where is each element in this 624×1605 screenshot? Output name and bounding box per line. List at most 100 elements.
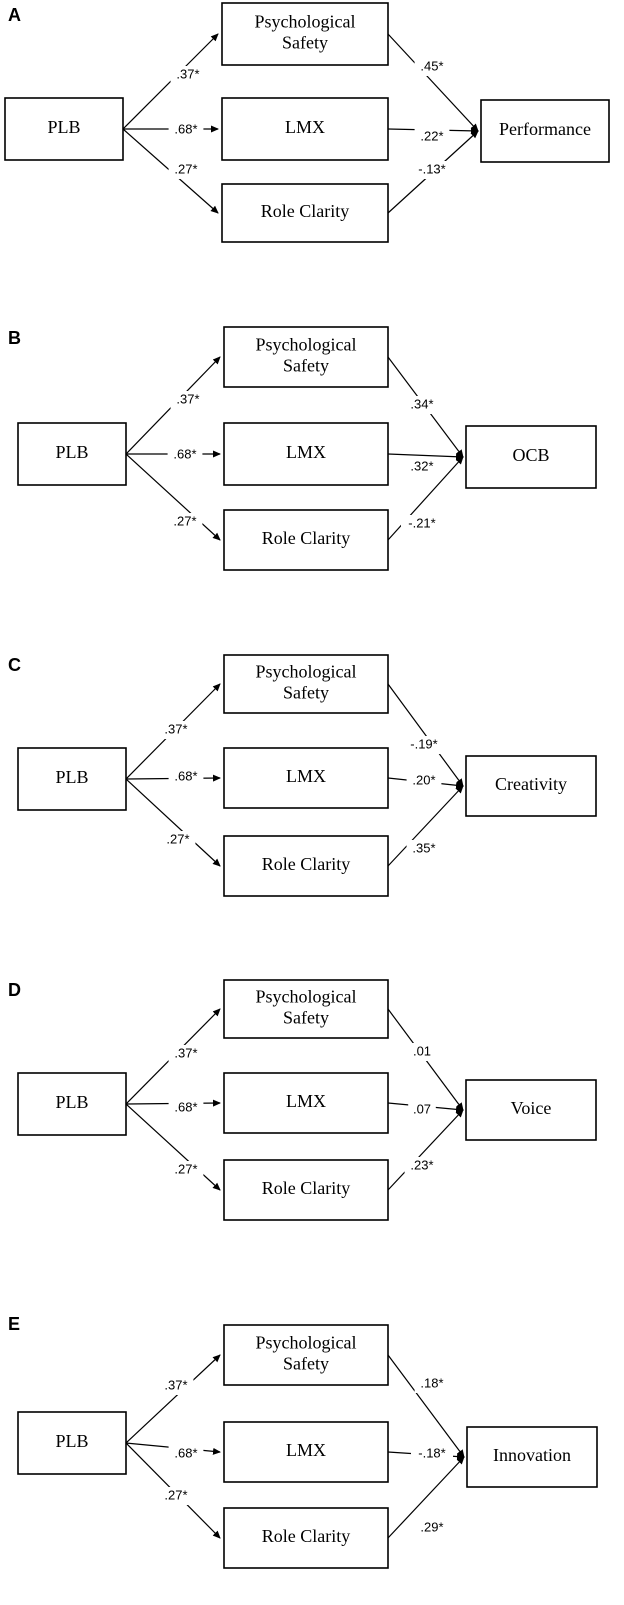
coef-backing (167, 446, 203, 464)
outcome-box: Innovation (466, 1426, 598, 1488)
outcome-box-text: Performance (499, 119, 591, 139)
b-coef-psychological-safety: .18* (420, 1375, 443, 1390)
mediator-box-psychological-safety-text: Safety (282, 33, 328, 53)
mediator-box-lmx: LMX (223, 1421, 389, 1483)
coef-backing (168, 1045, 204, 1063)
mediator-box-psychological-safety-border (221, 2, 389, 66)
b-coef-lmx: -.18* (418, 1445, 445, 1460)
predictor-box-text: PLB (47, 117, 80, 137)
predictor-box-border (17, 422, 127, 486)
predictor-box-border (17, 1072, 127, 1136)
mediator-box-role-clarity: Role Clarity (223, 1507, 389, 1569)
predictor-box: PLB (17, 1411, 127, 1475)
mediator-box-psychological-safety-text: Psychological (255, 12, 356, 32)
b-coef-role-clarity: -.21* (408, 515, 435, 530)
mediator-box-psychological-safety-border (223, 326, 389, 388)
b-coef-role-clarity: .23* (410, 1157, 433, 1172)
a-coef-psychological-safety: .37* (164, 721, 187, 736)
predictor-box-border (17, 1411, 127, 1475)
coef-backing (168, 1445, 204, 1463)
coef-backing (168, 1099, 204, 1117)
mediator-box-psychological-safety-text: Psychological (256, 1333, 357, 1353)
mediator-box-role-clarity-border (223, 835, 389, 897)
coef-backing (158, 721, 194, 739)
predictor-box-text: PLB (55, 442, 88, 462)
b-path-arrow (387, 1354, 465, 1458)
predictor-box-text: PLB (55, 1092, 88, 1112)
b-coef-lmx: .20* (412, 772, 435, 787)
a-coef-role-clarity: .27* (173, 513, 196, 528)
a-coef-role-clarity: .27* (174, 161, 197, 176)
coef-backing (170, 66, 206, 84)
mediator-box-lmx-border (223, 422, 389, 486)
b-path-arrow (387, 456, 464, 541)
mediator-box-psychological-safety-text: Safety (283, 683, 329, 703)
b-path-arrow (387, 33, 479, 132)
mediator-box-role-clarity: Role Clarity (223, 509, 389, 571)
mediator-box-role-clarity: Role Clarity (223, 835, 389, 897)
a-coef-psychological-safety: .37* (176, 66, 199, 81)
a-path-arrow (122, 33, 219, 130)
a-coef-psychological-safety: .37* (176, 391, 199, 406)
mediator-box-lmx-border (221, 97, 389, 161)
mediator-box-psychological-safety-text: Psychological (256, 987, 357, 1007)
mediator-box-role-clarity-text: Role Clarity (262, 528, 351, 548)
mediator-box-role-clarity-text: Role Clarity (261, 201, 350, 221)
mediator-box-lmx-text: LMX (286, 1091, 326, 1111)
outcome-box: Voice (465, 1079, 597, 1141)
mediator-box-lmx: LMX (223, 747, 389, 809)
panel-label: A (8, 5, 21, 25)
predictor-box-text: PLB (55, 1431, 88, 1451)
mediator-box-role-clarity-border (223, 509, 389, 571)
a-path-arrow (125, 778, 221, 867)
mediator-box-lmx-border (223, 747, 389, 809)
b-coef-role-clarity: .29* (420, 1519, 443, 1534)
a-coef-role-clarity: .27* (164, 1487, 187, 1502)
coef-backing (404, 1157, 440, 1175)
outcome-box-border (465, 1079, 597, 1141)
coef-backing (408, 1101, 436, 1119)
coef-backing (170, 391, 206, 409)
a-path-arrow (125, 453, 221, 541)
outcome-box-border (480, 99, 610, 163)
mediator-box-psychological-safety-text: Safety (283, 1354, 329, 1374)
a-coef-lmx: .68* (174, 121, 197, 136)
coef-backing (168, 1161, 204, 1179)
outcome-box-border (465, 425, 597, 489)
mediator-box-lmx-text: LMX (286, 1440, 326, 1460)
b-coef-role-clarity: .35* (412, 840, 435, 855)
coef-backing (406, 772, 442, 790)
mediator-box-lmx: LMX (223, 1072, 389, 1134)
mediator-box-lmx: LMX (223, 422, 389, 486)
mediator-box-psychological-safety-text: Psychological (256, 335, 357, 355)
a-coef-lmx: .68* (174, 1099, 197, 1114)
mediator-box-psychological-safety-border (223, 979, 389, 1039)
mediator-box-lmx-border (223, 1072, 389, 1134)
mediator-box-role-clarity: Role Clarity (221, 183, 389, 243)
a-coef-lmx: .68* (174, 1445, 197, 1460)
mediator-box-role-clarity-border (223, 1159, 389, 1221)
coef-backing (414, 1375, 450, 1393)
a-coef-role-clarity: .27* (166, 831, 189, 846)
a-coef-psychological-safety: .37* (164, 1377, 187, 1392)
panel-label: B (8, 328, 21, 348)
b-coef-role-clarity: -.13* (418, 161, 445, 176)
coef-backing (403, 736, 445, 754)
mediator-box-lmx-text: LMX (286, 766, 326, 786)
coef-backing (401, 515, 443, 533)
predictor-box-border (4, 97, 124, 161)
b-path-arrow (387, 1456, 465, 1539)
mediator-box-psychological-safety-border (223, 1324, 389, 1386)
mediator-box-lmx-text: LMX (285, 117, 325, 137)
panel-label: E (8, 1314, 20, 1334)
outcome-box: Performance (480, 99, 610, 163)
coef-backing (158, 1487, 194, 1505)
outcome-box: OCB (465, 425, 597, 489)
coef-backing (168, 768, 204, 786)
